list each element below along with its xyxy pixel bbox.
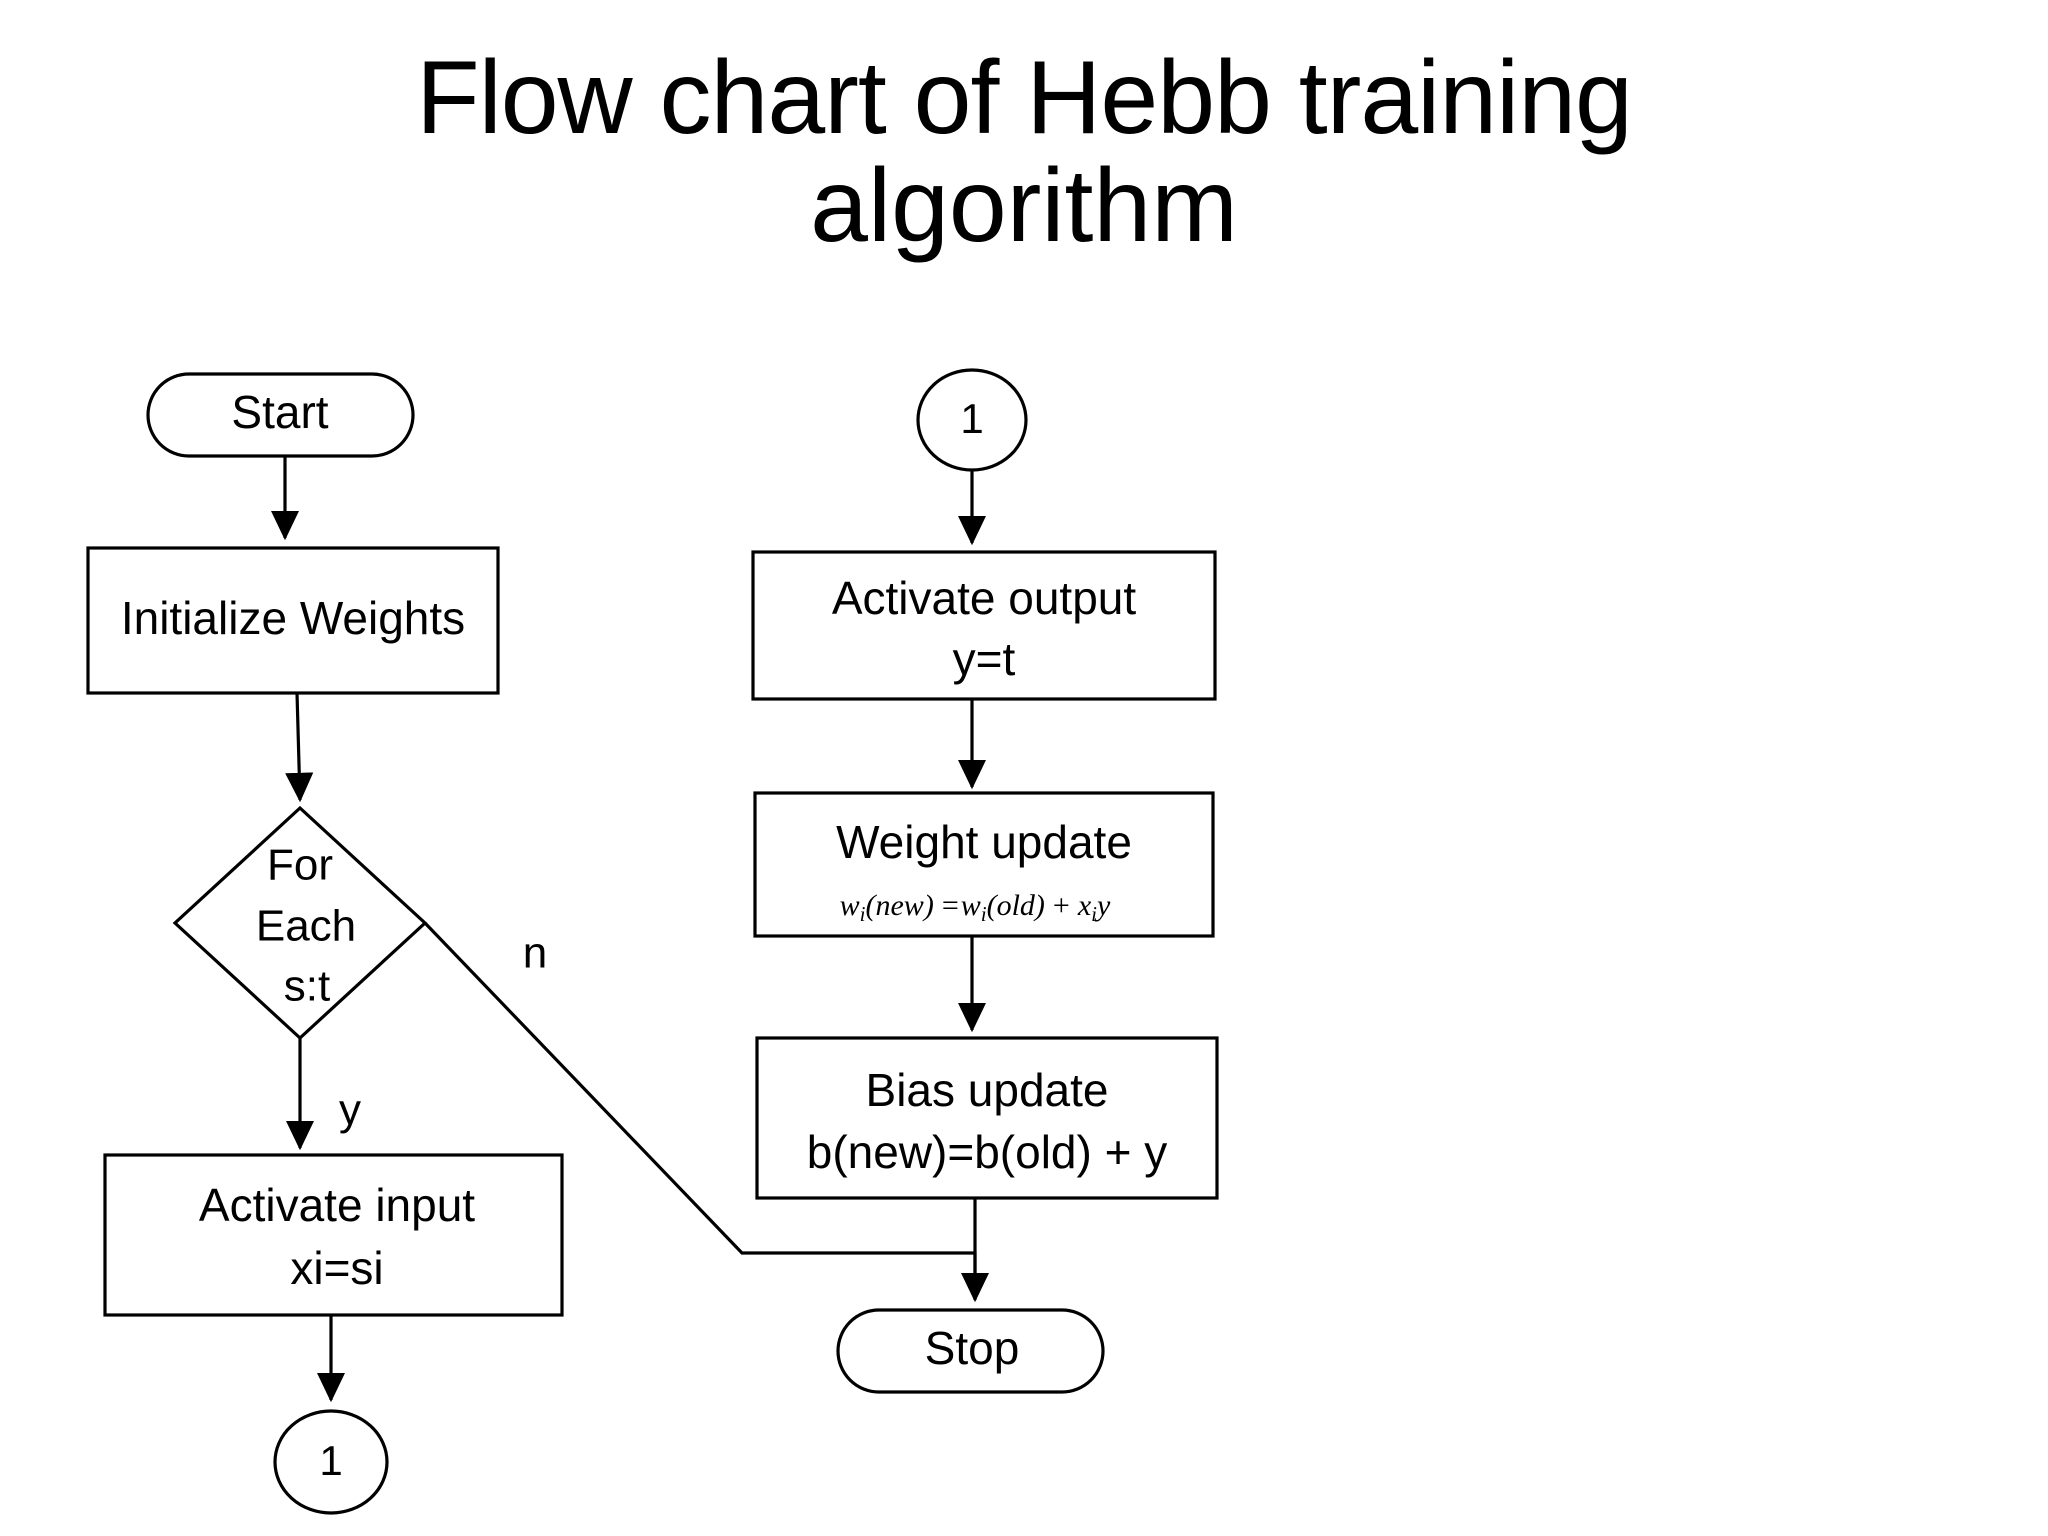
formula-old: (old) <box>987 889 1045 922</box>
connector-bottom-1-label: 1 <box>319 1437 342 1484</box>
node-activate-input[interactable]: Activate input xi=si <box>103 1153 564 1317</box>
formula-plus: + <box>1053 889 1070 922</box>
node-start[interactable]: Start <box>146 372 415 458</box>
node-weight-update-line1: Weight update <box>836 816 1132 868</box>
formula-x: x <box>1077 889 1092 922</box>
connector-top-1-label: 1 <box>960 395 983 442</box>
formula-sub-i3: i <box>1091 902 1097 926</box>
edge-foreach-yes: y <box>285 1038 361 1151</box>
page-title-line2: algorithm <box>810 148 1238 264</box>
formula-w2: w <box>961 889 981 922</box>
node-stop[interactable]: Stop <box>836 1308 1105 1394</box>
node-bias-update-line2: b(new)=b(old) + y <box>807 1126 1168 1178</box>
node-foreach-decision[interactable]: For Each s:t <box>172 805 428 1041</box>
connector-bottom-1[interactable]: 1 <box>273 1409 389 1515</box>
node-initialize-weights[interactable]: Initialize Weights <box>86 546 500 695</box>
formula-sub-i1: i <box>860 902 866 926</box>
edge-label-yes: y <box>339 1086 361 1135</box>
node-activate-output-line1: Activate output <box>832 572 1137 624</box>
node-weight-update-formula: wi(new)=wi(old)+xiy <box>840 889 1111 926</box>
node-weight-update[interactable]: Weight update wi(new)=wi(old)+xiy <box>753 791 1215 938</box>
node-foreach-line1: For <box>267 841 333 890</box>
node-foreach-line3: s:t <box>284 962 330 1011</box>
node-foreach-line2: Each <box>256 902 356 951</box>
node-stop-label: Stop <box>925 1322 1020 1374</box>
edge-init-to-foreach <box>285 692 314 803</box>
node-activate-input-line2: xi=si <box>290 1242 383 1294</box>
formula-equals: = <box>942 889 959 922</box>
formula-sub-i2: i <box>981 902 987 926</box>
node-activate-output[interactable]: Activate output y=t <box>751 550 1217 701</box>
edge-label-no: n <box>523 929 547 978</box>
node-activate-output-line2: y=t <box>953 633 1016 685</box>
formula-w1: w <box>840 889 860 922</box>
node-activate-input-line1: Activate input <box>199 1179 475 1231</box>
node-start-label: Start <box>231 386 328 438</box>
node-bias-update[interactable]: Bias update b(new)=b(old) + y <box>755 1036 1219 1200</box>
formula-new: (new) <box>866 889 934 922</box>
node-initialize-weights-label: Initialize Weights <box>121 592 465 644</box>
node-bias-update-line1: Bias update <box>866 1064 1109 1116</box>
formula-y: y <box>1094 889 1111 922</box>
connector-top-1[interactable]: 1 <box>916 368 1028 472</box>
page-title: Flow chart of Hebb training <box>416 40 1633 156</box>
